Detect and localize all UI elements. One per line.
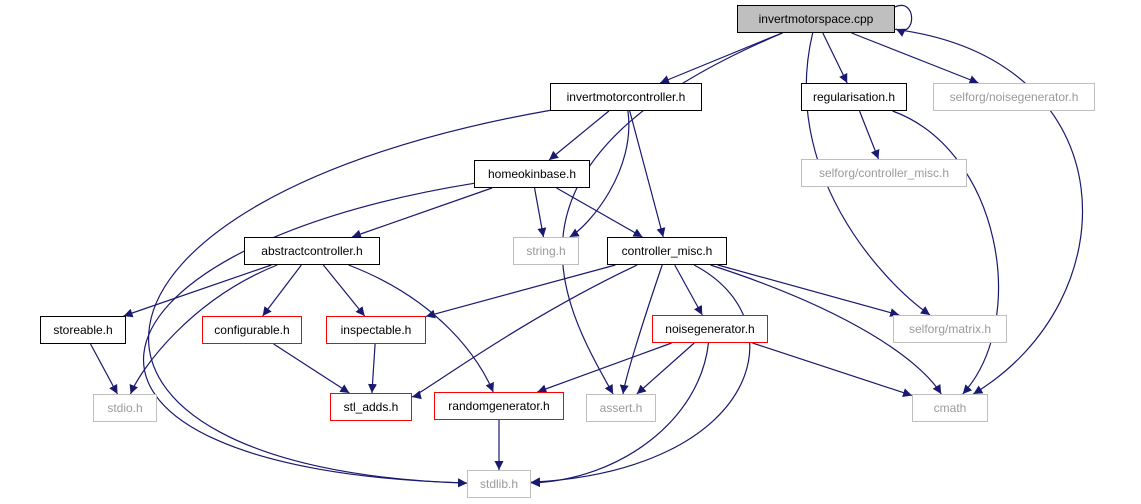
edge-controller_misc_h-to-selforg_matrix_h: [717, 264, 900, 317]
edge-abstractcontroller_h-to-inspectable_h: [322, 264, 366, 317]
edge-homeokinbase_h-to-stdlib_h: [143, 182, 475, 488]
edge-invertmotorcontroller_h-to-stdlib_h: [147, 109, 551, 488]
edge-homeokinbase_h-to-controller_misc_h: [556, 187, 643, 238]
edge-invertmotorcontroller_h-to-controller_misc_h: [629, 110, 666, 238]
node-inspectable-h[interactable]: inspectable.h: [326, 316, 426, 344]
edge-controller_misc_h-to-stl_adds_h: [411, 264, 638, 400]
node-selforg-noisegenerator-h: selforg/noisegenerator.h: [933, 83, 1095, 111]
edge-controller_misc_h-to-inspectable_h: [425, 264, 616, 319]
edge-invertmotorspace_cpp-to-regularisation_h: [822, 32, 848, 84]
edge-regularisation_h-to-cmath: [892, 110, 1000, 395]
edge-invertmotorspace_cpp-to-invertmotorspace_cpp: [894, 4, 913, 37]
node-homeokinbase-h[interactable]: homeokinbase.h: [474, 160, 590, 188]
edge-invertmotorcontroller_h-to-homeokinbase_h: [548, 110, 610, 161]
node-randomgenerator-h[interactable]: randomgenerator.h: [434, 392, 564, 420]
edge-controller_misc_h-to-assert_h: [619, 264, 663, 395]
node-selforg-matrix-h: selforg/matrix.h: [893, 315, 1007, 343]
node-controller-misc-h[interactable]: controller_misc.h: [607, 237, 727, 265]
node-assert-h: assert.h: [586, 394, 656, 422]
node-configurable-h[interactable]: configurable.h: [202, 316, 302, 344]
node-noisegenerator-h[interactable]: noisegenerator.h: [652, 315, 768, 343]
edge-controller_misc_h-to-cmath: [710, 264, 942, 395]
node-cmath: cmath: [912, 394, 988, 422]
node-abstractcontroller-h[interactable]: abstractcontroller.h: [244, 237, 380, 265]
node-string-h: string.h: [513, 237, 579, 265]
node-regularisation-h[interactable]: regularisation.h: [801, 83, 907, 111]
edge-abstractcontroller_h-to-stdio_h: [129, 264, 278, 395]
edge-noisegenerator_h-to-randomgenerator_h: [537, 342, 672, 394]
edge-abstractcontroller_h-to-configurable_h: [262, 264, 302, 317]
edge-noisegenerator_h-to-stdlib_h: [530, 342, 710, 488]
edge-homeokinbase_h-to-string_h: [533, 187, 547, 238]
edge-invertmotorspace_cpp-to-selforg_noisegenerator_h: [851, 32, 979, 84]
node-invertmotorcontroller-h[interactable]: invertmotorcontroller.h: [550, 83, 702, 111]
node-stdio-h: stdio.h: [93, 394, 157, 422]
edge-storeable_h-to-stdio_h: [90, 343, 118, 395]
edge-abstractcontroller_h-to-storeable_h: [123, 264, 272, 318]
edge-invertmotorcontroller_h-to-string_h: [569, 110, 630, 238]
edge-noisegenerator_h-to-assert_h: [636, 342, 695, 395]
node-invertmotorspace-cpp: invertmotorspace.cpp: [737, 5, 895, 33]
node-selforg-controller-misc-h: selforg/controller_misc.h: [801, 159, 967, 187]
node-stl-adds-h[interactable]: stl_adds.h: [330, 393, 412, 421]
edge-abstractcontroller_h-to-randomgenerator_h: [348, 264, 494, 393]
edge-homeokinbase_h-to-abstractcontroller_h: [351, 187, 493, 239]
edge-regularisation_h-to-selforg_controller_misc_h: [858, 110, 880, 160]
edge-configurable_h-to-stl_adds_h: [273, 343, 350, 394]
edge-controller_misc_h-to-noisegenerator_h: [674, 264, 703, 316]
node-stdlib-h: stdlib.h: [467, 470, 531, 498]
edge-controller_misc_h-to-stdlib_h: [530, 264, 751, 487]
edge-noisegenerator_h-to-cmath: [752, 342, 913, 397]
edge-inspectable_h-to-stl_adds_h: [368, 343, 377, 394]
edge-invertmotorspace_cpp-to-invertmotorcontroller_h: [659, 32, 783, 84]
node-storeable-h[interactable]: storeable.h: [40, 316, 126, 344]
edge-invertmotorspace_cpp-to-cmath: [894, 28, 1084, 395]
